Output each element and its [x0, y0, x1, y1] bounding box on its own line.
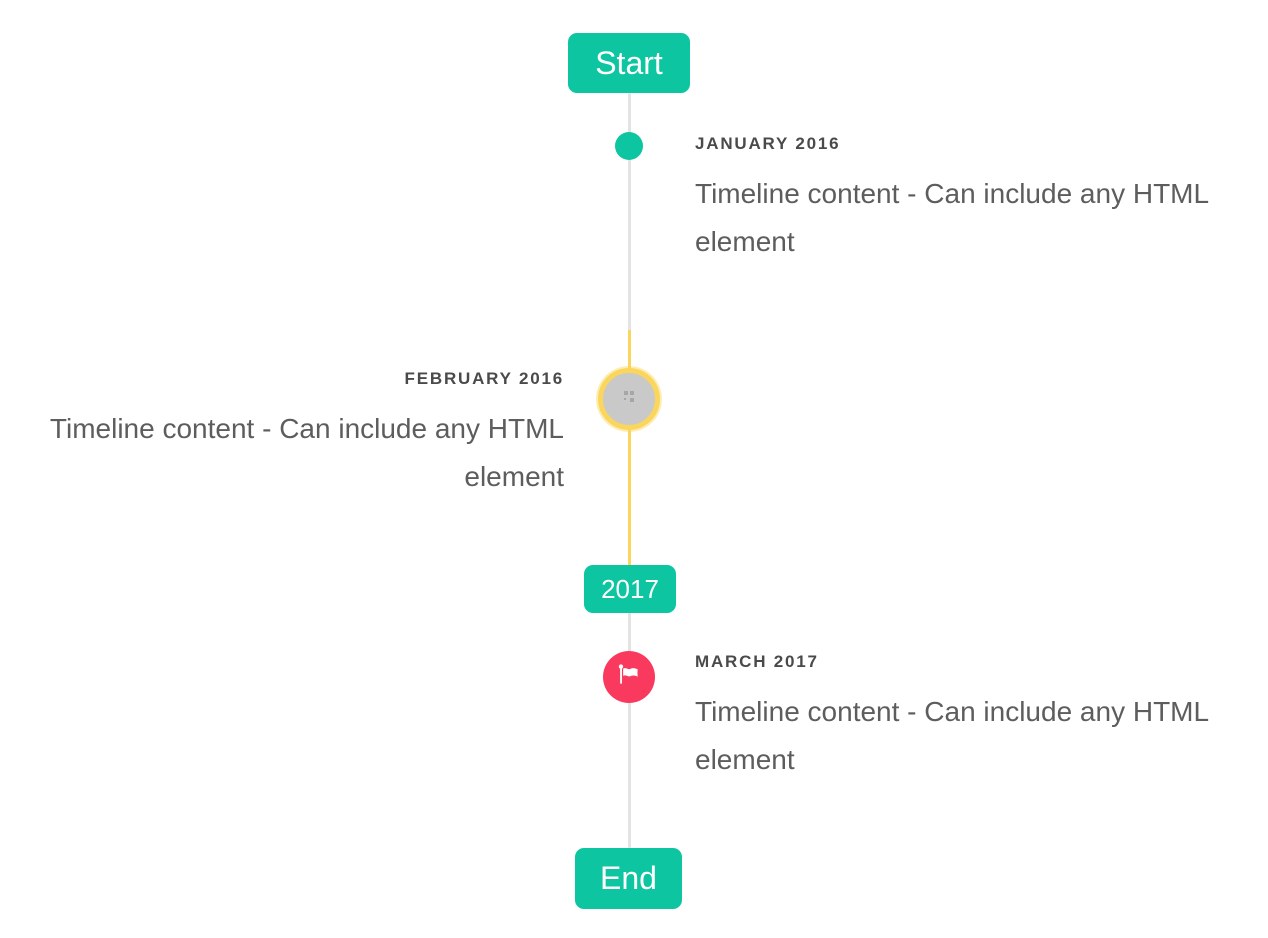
- timeline-item-title: MARCH 2017: [695, 652, 819, 671]
- timeline-start-label: Start: [595, 44, 663, 81]
- timeline-year-badge: 2017: [584, 565, 676, 613]
- timeline-marker-image-circle: [598, 368, 660, 430]
- timeline-end-label: End: [600, 860, 657, 896]
- timeline-item-content: Timeline content - Can include any HTML …: [695, 178, 1209, 257]
- timeline-marker-flag-circle: [603, 651, 655, 703]
- timeline-item-content: Timeline content - Can include any HTML …: [49, 413, 564, 492]
- timeline-marker-dot: [615, 132, 643, 160]
- timeline-end-badge: End: [575, 848, 682, 909]
- timeline-start-badge: Start: [568, 33, 690, 93]
- timeline-item-title: JANUARY 2016: [695, 134, 841, 153]
- broken-image-icon: [621, 390, 637, 408]
- timeline-line-highlighted-segment: [628, 330, 631, 567]
- flag-icon: [616, 662, 642, 693]
- timeline-item-content: Timeline content - Can include any HTML …: [695, 696, 1209, 775]
- timeline-year-label: 2017: [601, 573, 659, 604]
- timeline-item-title: FEBRUARY 2016: [404, 369, 564, 388]
